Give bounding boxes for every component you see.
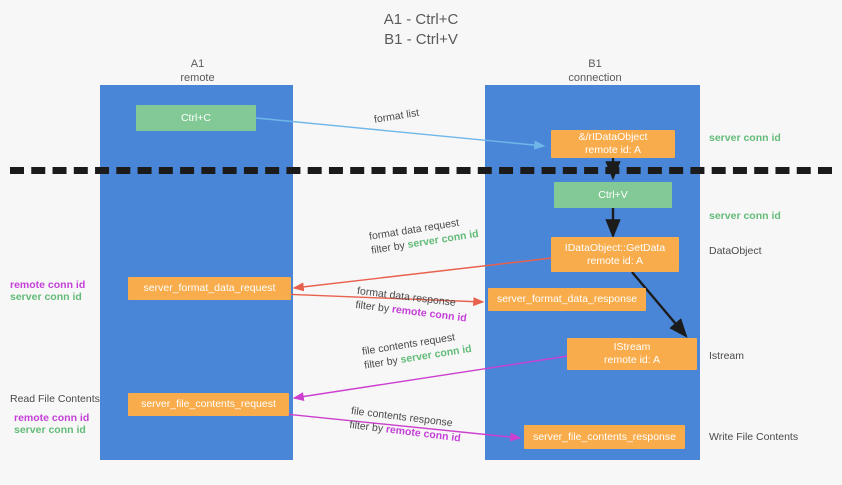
node-server-format-data-response[interactable]: server_format_data_response	[488, 288, 646, 311]
diagram-title: A1 - Ctrl+C B1 - Ctrl+V	[0, 10, 842, 50]
left-label-server-conn-id-2: server conn id	[14, 424, 86, 436]
edge-label-format-list: format list	[373, 106, 420, 127]
left-label-read-file-contents: Read File Contents	[10, 393, 100, 405]
right-label-dataobject: DataObject	[709, 245, 762, 257]
title-line-2: B1 - Ctrl+V	[384, 31, 458, 48]
node-server-format-data-request-label: server_format_data_request	[143, 282, 276, 294]
node-server-file-contents-request-label: server_file_contents_request	[141, 398, 276, 410]
node-ole-idataobject[interactable]: &/rIDataObject remote id: A	[551, 130, 675, 158]
filter-prefix: filter by	[354, 298, 393, 316]
lane-b1-name: B1	[588, 58, 602, 70]
edge-label-format-data-response: format data response filter by remote co…	[355, 284, 470, 325]
node-ctrl-c-label: Ctrl+C	[180, 111, 212, 124]
edge-label-format-data-request: format data request filter by server con…	[368, 213, 480, 258]
left-label-remote-conn-id-1: remote conn id	[10, 279, 86, 291]
node-idataobject-getdata[interactable]: IDataObject::GetData remote id: A	[551, 237, 679, 272]
left-label-server-conn-id-1: server conn id	[10, 291, 82, 303]
node-server-file-contents-response-label: server_file_contents_response	[532, 430, 676, 443]
node-idataobject-getdata-line2: remote id: A	[586, 254, 644, 267]
left-label-remote-conn-id-2: remote conn id	[14, 412, 90, 424]
node-ctrl-v[interactable]: Ctrl+V	[554, 182, 672, 208]
edge-label-format-list-text: format list	[373, 106, 420, 126]
filter-prefix: filter by	[348, 418, 387, 436]
lane-b1-subtitle: connection	[568, 72, 622, 84]
node-ctrl-c[interactable]: Ctrl+C	[136, 105, 256, 131]
node-ctrl-v-label: Ctrl+V	[598, 188, 628, 201]
lane-a1-name: A1	[190, 58, 205, 70]
node-idataobject-getdata-line1: IDataObject::GetData	[564, 241, 666, 254]
right-label-server-conn-id-1: server conn id	[709, 132, 781, 144]
node-server-format-data-response-label: server_format_data_response	[496, 293, 638, 305]
lane-header-a1: A1 remote	[120, 57, 275, 85]
title-line-1: A1 - Ctrl+C	[383, 11, 459, 28]
node-server-file-contents-response[interactable]: server_file_contents_response	[524, 425, 685, 449]
lane-a1-subtitle: remote	[180, 72, 215, 84]
node-istream-line2: remote id: A	[603, 354, 661, 366]
node-ole-idataobject-line1: &/rIDataObject	[578, 131, 648, 143]
node-server-file-contents-request[interactable]: server_file_contents_request	[128, 393, 289, 416]
node-istream-line1: IStream	[613, 341, 651, 353]
node-istream[interactable]: IStream remote id: A	[567, 338, 697, 370]
right-label-server-conn-id-2: server conn id	[709, 210, 781, 222]
node-server-format-data-request[interactable]: server_format_data_request	[128, 277, 291, 300]
edge-label-file-contents-request: file contents request filter by server c…	[361, 328, 473, 373]
edge-label-file-contents-response: file contents response filter by remote …	[349, 404, 464, 445]
node-ole-idataobject-line2: remote id: A	[584, 144, 642, 156]
lane-header-b1: B1 connection	[515, 57, 675, 85]
right-label-write-file-contents: Write File Contents	[709, 431, 799, 443]
dashed-separator	[10, 167, 832, 174]
right-label-istream: Istream	[709, 350, 745, 362]
